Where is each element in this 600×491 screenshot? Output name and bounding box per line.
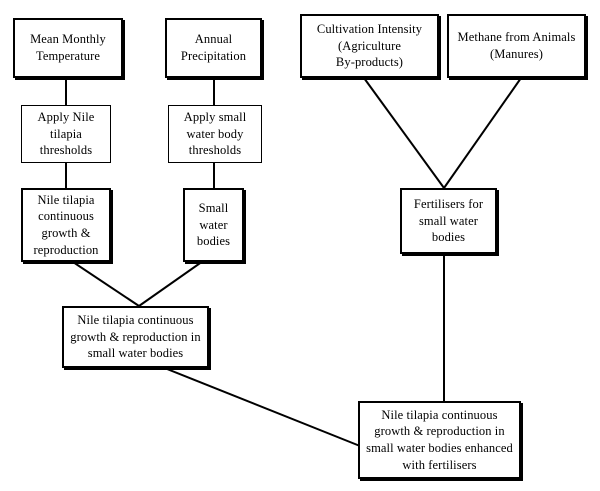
node-label: Cultivation Intensity (Agriculture By-pr… [316, 22, 423, 70]
node-label: Fertilisers for small water bodies [413, 197, 484, 245]
node-annual-precipitation[interactable]: Annual Precipitation [165, 18, 262, 78]
node-apply-nile-tilapia-thresholds[interactable]: Apply Nile tilapia thresholds [21, 105, 111, 163]
node-mean-monthly-temperature[interactable]: Mean Monthly Temperature [13, 18, 123, 78]
node-label: Apply small water body thresholds [183, 110, 247, 158]
node-label: Mean Monthly Temperature [30, 32, 106, 63]
node-label: Methane from Animals (Manures) [457, 30, 576, 61]
node-label: Annual Precipitation [180, 32, 247, 63]
node-nile-tilapia-in-small-water-bodies[interactable]: Nile tilapia continuous growth & reprodu… [62, 306, 209, 368]
node-cultivation-intensity[interactable]: Cultivation Intensity (Agriculture By-pr… [300, 14, 439, 78]
node-methane-from-animals[interactable]: Methane from Animals (Manures) [447, 14, 586, 78]
edge-combined-to-enhanced [131, 354, 361, 447]
edge-cultivation-to-fertilisers [363, 77, 445, 189]
node-label: Nile tilapia continuous growth & reprodu… [33, 192, 99, 257]
edge-methane-to-fertilisers [443, 77, 522, 189]
node-small-water-bodies[interactable]: Small water bodies [183, 188, 244, 262]
node-label: Apply Nile tilapia thresholds [37, 110, 95, 158]
node-apply-small-water-body-thresholds[interactable]: Apply small water body thresholds [168, 105, 262, 163]
node-fertilisers-for-small-water-bodies[interactable]: Fertilisers for small water bodies [400, 188, 497, 254]
node-nile-tilapia-growth-reproduction[interactable]: Nile tilapia continuous growth & reprodu… [21, 188, 111, 262]
node-label: Nile tilapia continuous growth & reprodu… [366, 407, 513, 472]
node-nile-tilapia-enhanced-with-fertilisers[interactable]: Nile tilapia continuous growth & reprodu… [358, 401, 521, 479]
node-label: Small water bodies [196, 201, 231, 249]
node-label: Nile tilapia continuous growth & reprodu… [70, 313, 201, 361]
